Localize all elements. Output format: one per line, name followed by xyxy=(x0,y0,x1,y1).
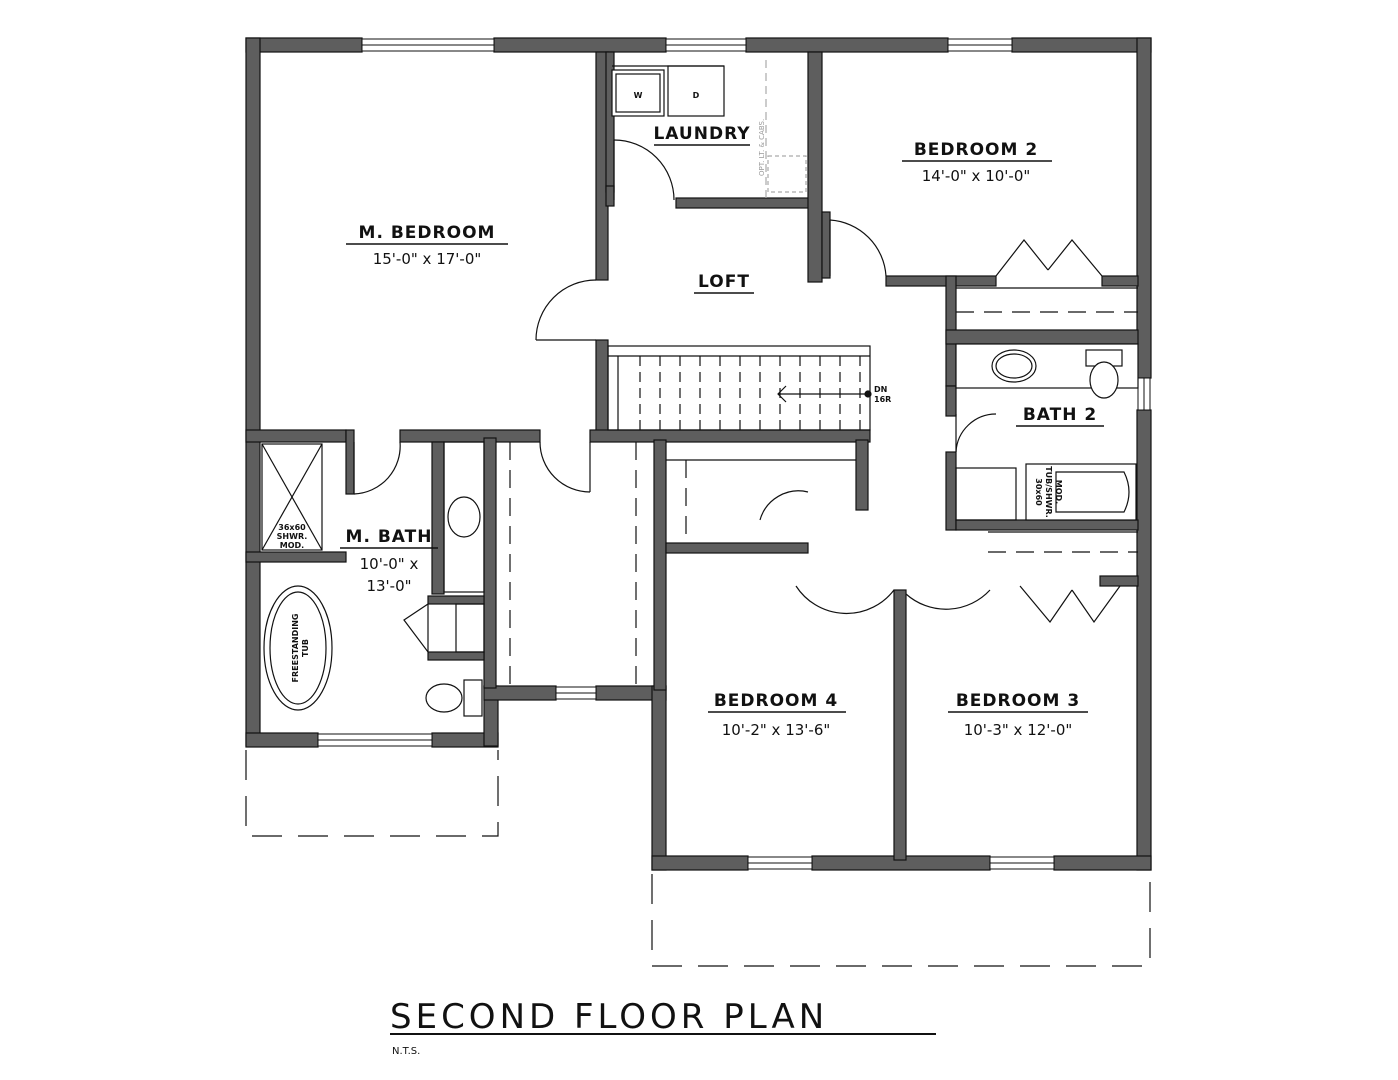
master-bath-dims-line2: 13'-0" xyxy=(366,577,411,595)
master-shower-type: SHWR. xyxy=(277,532,308,541)
bedroom2-dims: 14'-0" x 10'-0" xyxy=(922,167,1031,185)
master-bath-dims-line1: 10'-0" x xyxy=(360,555,419,573)
dryer-label: D xyxy=(693,91,700,100)
porch-outlines xyxy=(245,750,1151,967)
windows xyxy=(317,38,1151,870)
freestanding-tub-label: FREESTANDING xyxy=(291,614,300,683)
bedroom4-name: BEDROOM 4 xyxy=(714,691,838,711)
master-shower-size: 36x60 xyxy=(278,523,306,532)
doors xyxy=(353,139,1121,624)
laundry-name: LAUNDRY xyxy=(653,124,750,144)
scale-note: N.T.S. xyxy=(392,1046,420,1057)
bath2-tub-mod: MOD. xyxy=(1054,480,1063,504)
plan-title: SECOND FLOOR PLAN xyxy=(390,997,828,1037)
master-bedroom-dims: 15'-0" x 17'-0" xyxy=(373,250,482,268)
bedroom4-dims: 10'-2" x 13'-6" xyxy=(722,721,831,739)
plan-title-block: SECOND FLOOR PLAN N.T.S. xyxy=(390,997,936,1057)
master-shower-mod: MOD. xyxy=(280,541,304,550)
master-bath-name: M. BATH xyxy=(346,527,433,547)
bedroom2-name: BEDROOM 2 xyxy=(914,140,1038,160)
walls xyxy=(245,37,1152,871)
loft-name: LOFT xyxy=(698,272,750,292)
stair-note-risers: 16R xyxy=(874,395,891,404)
bath2-tub-type: TUB/SHWR. xyxy=(1044,466,1053,518)
fixture-labels: W D OPT. LT. & CABS. DN 16R 36x60 SHWR. … xyxy=(277,91,1063,682)
bedroom3-dims: 10'-3" x 12'-0" xyxy=(964,721,1073,739)
master-bedroom-name: M. BEDROOM xyxy=(359,223,496,243)
bath2-tub-size: 30x60 xyxy=(1034,478,1043,506)
bath2-name: BATH 2 xyxy=(1023,405,1097,425)
freestanding-tub-label-2: TUB xyxy=(301,639,310,657)
bedroom3-name: BEDROOM 3 xyxy=(956,691,1080,711)
fixtures xyxy=(261,65,1139,717)
stair-note-dn: DN xyxy=(874,385,887,394)
washer-label: W xyxy=(634,91,643,100)
closet-shelves xyxy=(509,60,1138,686)
room-labels: M. BEDROOM 15'-0" x 17'-0" LAUNDRY BEDRO… xyxy=(340,124,1104,739)
washer xyxy=(611,69,665,117)
laundry-cabinets-note: OPT. LT. & CABS. xyxy=(758,119,766,176)
stairs xyxy=(607,345,872,431)
